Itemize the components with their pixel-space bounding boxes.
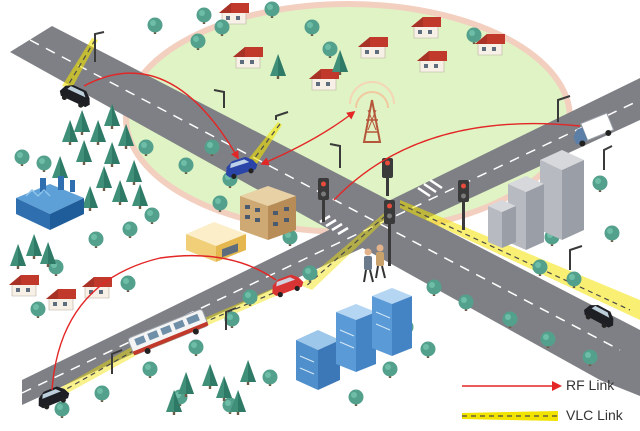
shop-icon [186,222,246,262]
rf-link-arrow-icon [462,381,562,391]
legend-vlc-label: VLC Link [566,407,623,423]
rf-links [51,72,581,391]
legend: RF Link VLC Link [462,372,634,428]
legend-rf-link: RF Link [462,376,634,396]
office-building-icon [488,150,584,250]
traffic-light-icon [318,158,469,266]
legend-rf-label: RF Link [566,377,615,393]
pedestrian-icon [363,244,386,283]
truck-icon [573,112,615,147]
bus-icon [127,309,209,356]
cell-tower-icon [349,81,395,143]
vlc-link-beam-icon [462,411,558,421]
office-building-icon [296,288,412,390]
factory-icon [16,176,84,230]
office-building-icon [240,186,296,240]
legend-vlc-link: VLC Link [462,406,634,426]
